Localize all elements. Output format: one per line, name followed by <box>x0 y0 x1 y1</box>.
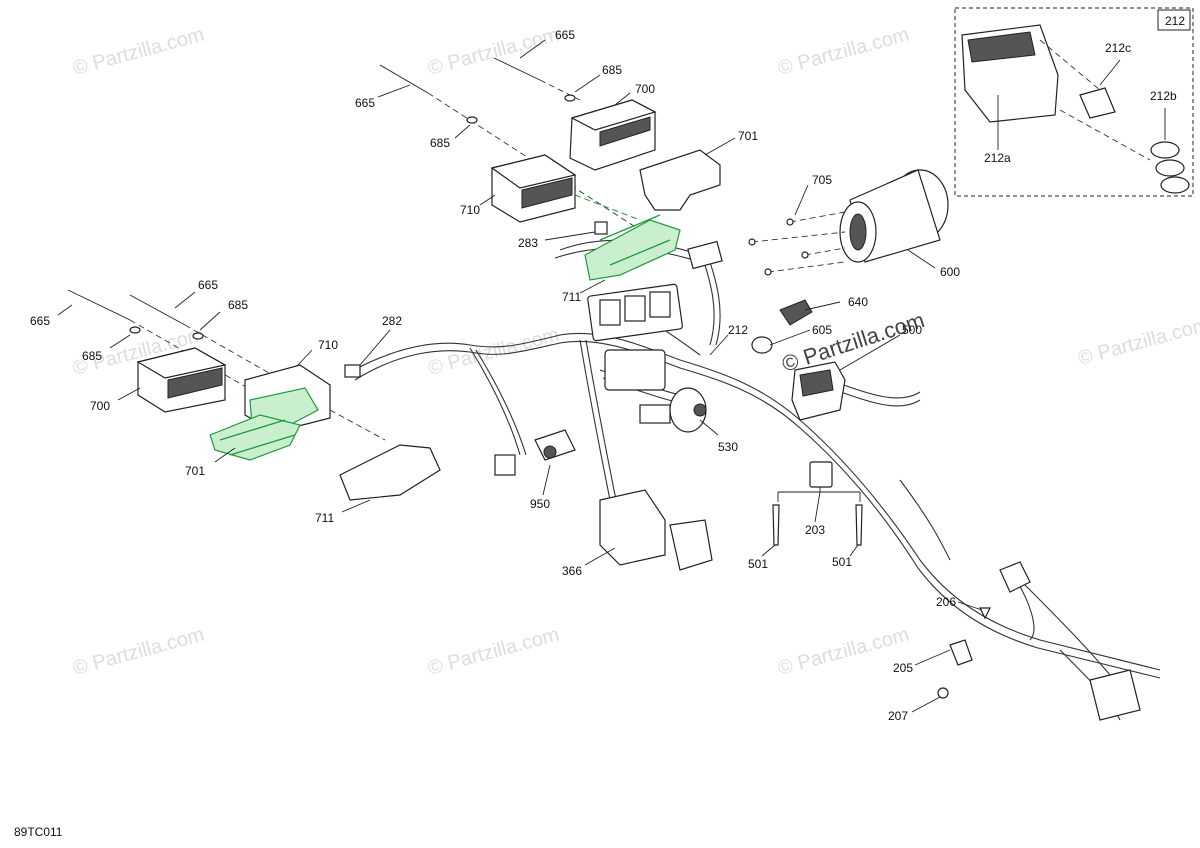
label-640: 640 <box>848 295 868 309</box>
leader-lines <box>57 39 983 713</box>
callout-labels: 665 685 700 665 685 701 710 283 711 705 … <box>30 28 1177 723</box>
label-685: 685 <box>82 349 102 363</box>
label-665: 665 <box>355 96 375 110</box>
label-700: 700 <box>90 399 110 413</box>
label-501: 501 <box>748 557 768 571</box>
watermark: © Partzilla.com <box>426 324 562 380</box>
upper-module-group <box>379 57 721 281</box>
watermark: © Partzilla.com <box>776 24 912 80</box>
watermark: © Partzilla.com <box>71 24 207 80</box>
label-605: 605 <box>812 323 832 337</box>
label-701: 701 <box>185 464 205 478</box>
label-283: 283 <box>518 236 538 250</box>
label-212c: 212c <box>1105 41 1131 55</box>
inset-title: 212 <box>1165 14 1185 28</box>
label-203: 203 <box>805 523 825 537</box>
label-530: 530 <box>718 440 738 454</box>
label-950: 950 <box>530 497 550 511</box>
label-212b: 212b <box>1150 89 1177 103</box>
label-366: 366 <box>562 564 582 578</box>
label-685: 685 <box>228 298 248 312</box>
label-212: 212 <box>728 323 748 337</box>
label-710: 710 <box>318 338 338 352</box>
label-685: 685 <box>602 63 622 77</box>
watermark: © Partzilla.com <box>71 624 207 680</box>
label-705: 705 <box>812 173 832 187</box>
central-connector-cluster <box>587 240 723 424</box>
label-711: 711 <box>315 511 334 525</box>
label-207: 207 <box>888 709 908 723</box>
watermark: © Partzilla.com <box>1076 314 1200 370</box>
label-206: 206 <box>936 595 956 609</box>
watermark: © Partzilla.com <box>426 624 562 680</box>
lower-center-parts <box>494 387 713 571</box>
label-501: 501 <box>832 555 852 569</box>
label-282: 282 <box>382 314 402 328</box>
watermark: © Partzilla.com <box>776 624 912 680</box>
watermark: © Partzilla.com <box>426 24 562 80</box>
label-700: 700 <box>635 82 655 96</box>
inset-212: 212 <box>954 7 1194 197</box>
label-600: 600 <box>940 265 960 279</box>
cover-600 <box>748 169 949 276</box>
label-685: 685 <box>430 136 450 150</box>
label-711: 711 <box>562 290 581 304</box>
label-665: 665 <box>198 278 218 292</box>
label-500: 500 <box>902 323 922 337</box>
label-212a: 212a <box>984 151 1011 165</box>
diagram-code: 89TC011 <box>14 825 63 839</box>
label-665: 665 <box>30 314 50 328</box>
left-module-group <box>67 289 441 501</box>
lower-right-parts <box>937 561 1141 721</box>
label-701: 701 <box>738 129 758 143</box>
label-710: 710 <box>460 203 480 217</box>
right-switch-cluster <box>751 299 863 546</box>
label-665: 665 <box>555 28 575 42</box>
label-205: 205 <box>893 661 913 675</box>
